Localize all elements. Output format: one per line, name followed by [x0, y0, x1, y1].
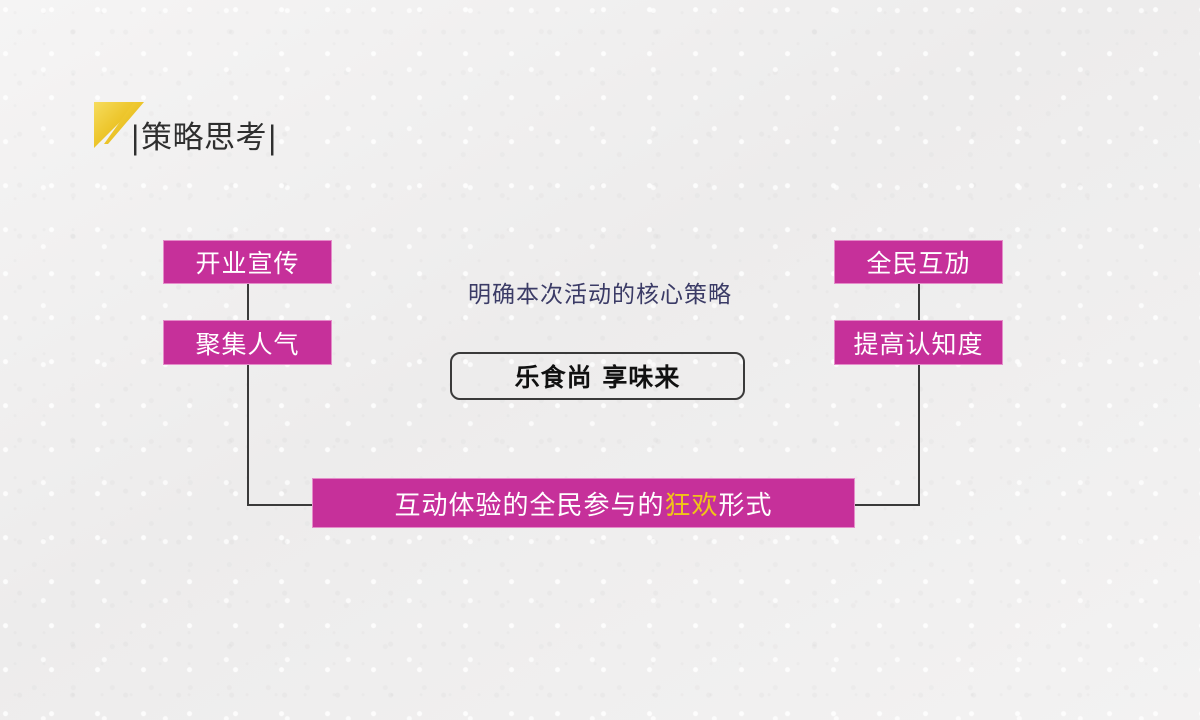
bottom-bar-text-highlight: 狂欢 — [664, 490, 719, 521]
slogan-box[interactable]: 乐食尚 享味来 — [450, 352, 745, 400]
connector-right-vertical-main — [918, 365, 920, 506]
box-left-opening-promotion[interactable]: 开业宣传 — [163, 240, 332, 284]
page-title: |策略思考| — [92, 100, 352, 175]
bottom-bar-text: 互动体验的全民参与的狂欢形式 — [394, 485, 772, 522]
box-right-raise-awareness[interactable]: 提高认知度 — [834, 320, 1003, 365]
box-right-raise-awareness-label: 提高认知度 — [853, 329, 984, 359]
bottom-bar-text-before: 互动体验的全民参与的 — [394, 490, 665, 521]
box-left-opening-promotion-label: 开业宣传 — [195, 249, 300, 278]
connector-left-vertical-top — [247, 284, 249, 320]
bottom-bar[interactable]: 互动体验的全民参与的狂欢形式 — [312, 478, 855, 528]
connector-right-horizontal — [850, 504, 920, 506]
box-right-all-people-interaction[interactable]: 全民互劢 — [834, 240, 1003, 284]
connector-right-vertical-top — [918, 284, 920, 320]
connector-left-vertical-main — [247, 365, 249, 506]
box-left-gather-popularity[interactable]: 聚集人气 — [163, 320, 332, 365]
connector-left-horizontal — [247, 504, 317, 506]
bottom-bar-text-after: 形式 — [718, 490, 773, 521]
slogan-text: 乐食尚 享味来 — [514, 363, 681, 392]
page-title-text: |策略思考| — [130, 120, 278, 156]
box-left-gather-popularity-label: 聚集人气 — [195, 329, 300, 359]
center-heading: 明确本次活动的核心策略 — [468, 282, 732, 308]
box-right-all-people-interaction-label: 全民互劢 — [866, 249, 971, 278]
gold-triangle-slash-icon — [92, 100, 146, 154]
